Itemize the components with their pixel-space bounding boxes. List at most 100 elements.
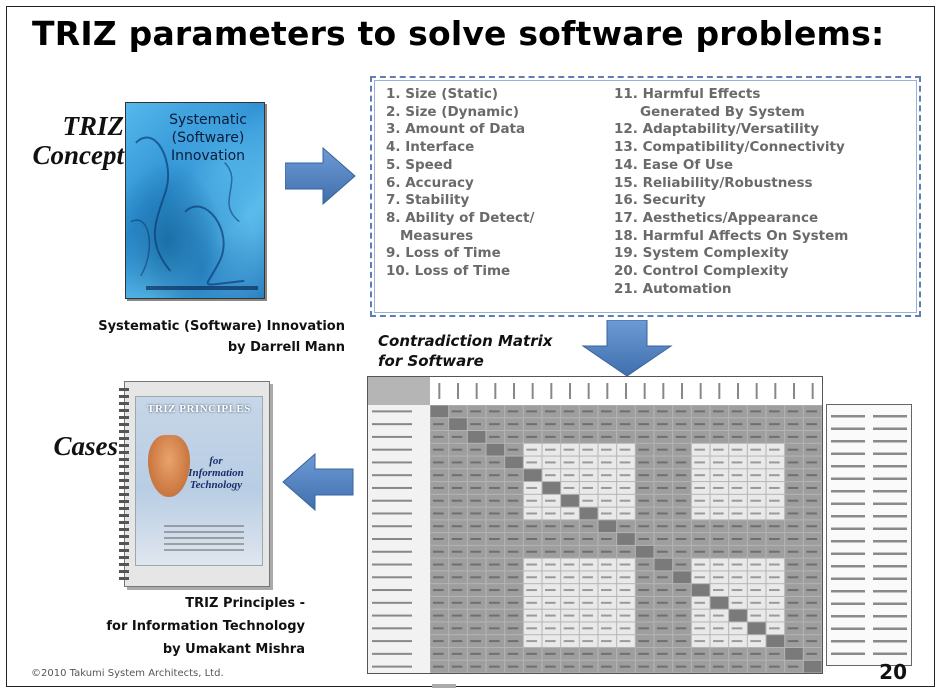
legend-entry bbox=[831, 490, 865, 493]
parameter-list-box: 1. Size (Static) 2. Size (Dynamic) 3. Am… bbox=[370, 76, 921, 317]
matrix-cell-text bbox=[638, 423, 649, 426]
matrix-cell-text bbox=[582, 486, 593, 489]
concept-label: TRIZ Concept bbox=[20, 112, 125, 170]
matrix-cell-text bbox=[507, 665, 519, 668]
matrix-cell-text bbox=[713, 435, 724, 438]
parameter-item: 6. Accuracy bbox=[386, 174, 474, 191]
matrix-cell bbox=[635, 545, 654, 558]
matrix-cell-text bbox=[769, 448, 780, 451]
matrix-cell-text bbox=[545, 627, 556, 630]
matrix-cell bbox=[617, 533, 635, 545]
matrix-cell bbox=[579, 507, 598, 520]
matrix-cell-text bbox=[675, 525, 687, 528]
matrix-cell-text bbox=[601, 665, 612, 668]
matrix-cell-text bbox=[750, 461, 761, 464]
legend-entry bbox=[873, 502, 907, 505]
matrix-cell-text bbox=[619, 640, 631, 643]
cases-caption-line2: for Information Technology bbox=[106, 619, 305, 634]
matrix-cell-text bbox=[657, 601, 668, 604]
matrix-cell bbox=[747, 622, 766, 635]
matrix-cell-text bbox=[470, 410, 481, 413]
matrix-cell-text bbox=[526, 410, 537, 413]
matrix-cell-text bbox=[619, 601, 631, 604]
matrix-cell-text bbox=[489, 627, 500, 630]
legend-entry bbox=[873, 640, 907, 643]
footer-bar bbox=[432, 684, 456, 688]
matrix-cell-text bbox=[545, 550, 556, 553]
matrix-cell-text bbox=[675, 652, 687, 655]
book2-subtitle: for Information Technology bbox=[176, 455, 256, 491]
matrix-cell-text bbox=[769, 652, 780, 655]
matrix-cell-text bbox=[451, 589, 463, 592]
matrix-cell-text bbox=[769, 461, 780, 464]
matrix-cell-text bbox=[713, 550, 724, 553]
matrix-grid bbox=[368, 377, 822, 673]
parameter-item: 4. Interface bbox=[386, 139, 475, 156]
matrix-cell-text bbox=[638, 652, 649, 655]
matrix-cell-text bbox=[806, 461, 817, 464]
matrix-cell-text bbox=[750, 474, 761, 477]
matrix-cell-text bbox=[470, 627, 481, 630]
matrix-column-label bbox=[475, 383, 478, 399]
matrix-cell-text bbox=[731, 448, 743, 451]
matrix-cell-text bbox=[806, 538, 817, 540]
legend-entry bbox=[873, 452, 907, 455]
matrix-cell-text bbox=[769, 499, 780, 502]
legend-entry bbox=[831, 640, 865, 643]
matrix-cell-text bbox=[563, 461, 575, 464]
matrix-cell-text bbox=[563, 576, 575, 579]
matrix-cell-text bbox=[731, 665, 743, 668]
matrix-cell-text bbox=[769, 512, 780, 515]
matrix-cell-text bbox=[545, 461, 556, 464]
matrix-cell-text bbox=[638, 601, 649, 604]
matrix-cell-text bbox=[526, 589, 537, 592]
matrix-cell-text bbox=[489, 614, 500, 617]
matrix-cell-text bbox=[619, 410, 631, 413]
matrix-cell-text bbox=[638, 640, 649, 643]
matrix-cell bbox=[598, 520, 617, 533]
matrix-cell-text bbox=[489, 538, 500, 540]
matrix-cell-text bbox=[470, 665, 481, 668]
matrix-cell-text bbox=[787, 550, 799, 553]
matrix-cell-text bbox=[619, 525, 631, 528]
matrix-cell-text bbox=[750, 538, 761, 540]
matrix-cell-text bbox=[713, 525, 724, 528]
legend-entry bbox=[873, 552, 907, 555]
matrix-cell-text bbox=[433, 474, 444, 477]
matrix-cell-text bbox=[545, 448, 556, 451]
matrix-cell-text bbox=[694, 435, 705, 438]
matrix-cell-text bbox=[451, 486, 463, 489]
matrix-cell-text bbox=[750, 435, 761, 438]
matrix-cell-text bbox=[545, 410, 556, 413]
matrix-cell-text bbox=[507, 423, 519, 426]
matrix-cell-text bbox=[657, 627, 668, 630]
matrix-cell bbox=[523, 469, 542, 482]
matrix-cell-text bbox=[489, 525, 500, 528]
matrix-cell-text bbox=[489, 550, 500, 553]
matrix-cell-text bbox=[507, 448, 519, 451]
matrix-cell-text bbox=[563, 486, 575, 489]
matrix-cell-text bbox=[657, 486, 668, 489]
matrix-row-label bbox=[372, 563, 412, 566]
matrix-cell-text bbox=[619, 589, 631, 592]
parameter-item: 11. Harmful Effects bbox=[614, 86, 761, 102]
matrix-cell-text bbox=[545, 640, 556, 643]
matrix-cell-text bbox=[657, 550, 668, 553]
matrix-column-label bbox=[457, 383, 459, 399]
matrix-cell-text bbox=[675, 448, 687, 451]
matrix-row-label bbox=[372, 499, 412, 502]
legend-entry bbox=[873, 602, 907, 605]
matrix-cell-text bbox=[619, 627, 631, 630]
matrix-cell-text bbox=[787, 665, 799, 668]
matrix-cell-text bbox=[582, 499, 593, 502]
matrix-cell-text bbox=[787, 538, 799, 540]
matrix-cell-text bbox=[451, 435, 463, 438]
matrix-cell-text bbox=[470, 525, 481, 528]
matrix-cell-text bbox=[582, 474, 593, 477]
matrix-cell-text bbox=[731, 525, 743, 528]
matrix-cell-text bbox=[638, 410, 649, 413]
matrix-cell-text bbox=[638, 576, 649, 579]
matrix-cell-text bbox=[433, 448, 444, 451]
matrix-cell-text bbox=[489, 652, 500, 655]
matrix-cell-text bbox=[713, 499, 724, 502]
